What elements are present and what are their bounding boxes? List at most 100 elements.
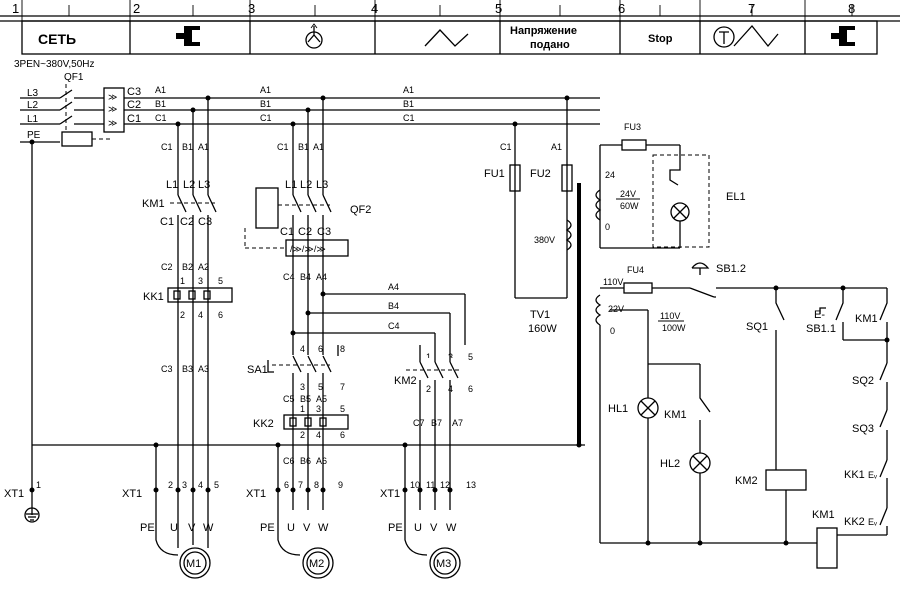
svg-text:A7: A7 [452,418,463,428]
svg-text:C3: C3 [161,364,173,374]
svg-text:W: W [318,522,329,534]
svg-text:C1: C1 [280,226,294,238]
svg-text:C1: C1 [403,113,415,123]
svg-text:6: 6 [340,430,345,440]
svg-text:C3: C3 [317,226,331,238]
svg-text:C2: C2 [298,226,312,238]
svg-text:C2: C2 [180,216,194,228]
svg-text:L1: L1 [166,179,178,191]
svg-text:1: 1 [300,404,305,414]
svg-text:C2: C2 [161,262,173,272]
svg-text:A4: A4 [316,272,327,282]
svg-text:FU2: FU2 [530,168,551,180]
svg-text:SQ2: SQ2 [852,375,874,387]
svg-text:KM1: KM1 [142,198,165,210]
svg-text:C1: C1 [260,113,272,123]
svg-text:B6: B6 [300,456,311,466]
motor-m3: M3 [436,558,451,570]
svg-text:FU4: FU4 [627,265,644,275]
svg-text:V: V [430,522,438,534]
svg-text:8: 8 [340,344,345,354]
svg-text:L1: L1 [285,179,297,191]
svg-text:2: 2 [168,480,173,490]
svg-text:2: 2 [180,310,185,320]
svg-text:24: 24 [605,170,615,180]
svg-text:2: 2 [300,430,305,440]
svg-text:5: 5 [340,404,345,414]
svg-text:C7: C7 [413,418,425,428]
svg-text:/≫/≫/≫: /≫/≫/≫ [290,244,326,254]
svg-text:A5: A5 [316,394,327,404]
svg-text:PE: PE [388,522,403,534]
svg-text:XT1: XT1 [4,488,24,500]
svg-text:L2: L2 [300,179,312,191]
svg-text:5: 5 [318,382,323,392]
svg-text:KM1: KM1 [664,409,687,421]
col-7: 7 [748,1,755,16]
svg-text:4: 4 [300,344,305,354]
svg-text:3: 3 [198,276,203,286]
svg-text:≫: ≫ [108,104,117,114]
svg-text:B1: B1 [155,99,166,109]
svg-text:4: 4 [198,310,203,320]
el1-label: EL1 [726,191,746,203]
pump-icon [305,23,323,49]
svg-text:Eᵥ: Eᵥ [868,470,877,480]
svg-text:4: 4 [198,480,203,490]
svg-text:SQ3: SQ3 [852,423,874,435]
svg-text:A1: A1 [403,85,414,95]
svg-text:0: 0 [605,222,610,232]
svg-text:6: 6 [318,344,323,354]
svg-text:22V: 22V [608,304,624,314]
svg-text:KM2: KM2 [394,375,417,387]
motor-m2: M2 [309,558,324,570]
col-4: 4 [371,1,378,16]
svg-text:6: 6 [468,384,473,394]
svg-text:L3: L3 [27,88,39,99]
svg-text:1: 1 [426,352,431,362]
svg-text:A1: A1 [198,142,209,152]
svg-text:PE: PE [27,130,41,141]
busbars: A1 B1 C1 A1 B1 C1 A1 B1 C1 [124,85,600,125]
svg-text:C3: C3 [127,86,141,98]
svg-text:U: U [287,522,295,534]
svg-text:13: 13 [466,480,476,490]
col-2: 2 [133,1,140,16]
switch-icon-2 [831,26,855,46]
svg-text:W: W [446,522,457,534]
voltage-line1: Напряжение [510,25,577,37]
svg-text:24V: 24V [620,189,636,199]
svg-text:3: 3 [316,404,321,414]
svg-text:U: U [414,522,422,534]
svg-text:6: 6 [218,310,223,320]
svg-text:KK2: KK2 [844,516,865,528]
svg-text:11: 11 [426,480,435,490]
svg-text:HL2: HL2 [660,458,680,470]
svg-text:C1: C1 [161,142,173,152]
svg-text:C1: C1 [160,216,174,228]
svg-text:0: 0 [610,326,615,336]
svg-text:5: 5 [218,276,223,286]
transformer-tv1: C1 A1 FU1 FU2 380V TV1 160W 24 0 FU3 24V… [484,95,890,569]
svg-text:C2: C2 [127,99,141,111]
svg-text:12: 12 [440,480,450,490]
timer-icon [713,24,779,48]
svg-text:4: 4 [316,430,321,440]
col-5: 5 [495,1,502,16]
motor-m2-branch: C1 B1 A1 L1 L2 L3 QF2 C1 C2 C3 /≫/≫/≫ C4… [244,95,371,579]
svg-text:B5: B5 [300,394,311,404]
svg-text:FU1: FU1 [484,168,505,180]
col-8: 8 [848,1,855,16]
svg-text:PE: PE [260,522,275,534]
svg-text:V: V [188,522,196,534]
svg-text:SB1.1: SB1.1 [806,323,836,335]
svg-text:9: 9 [338,480,343,490]
col-1: 1 [12,1,19,16]
svg-text:A4: A4 [388,282,399,292]
svg-text:L3: L3 [316,179,328,191]
svg-text:10: 10 [410,480,420,490]
svg-text:110V: 110V [660,311,680,321]
svg-text:≫: ≫ [108,92,117,102]
svg-text:Eᵥ: Eᵥ [868,517,877,527]
